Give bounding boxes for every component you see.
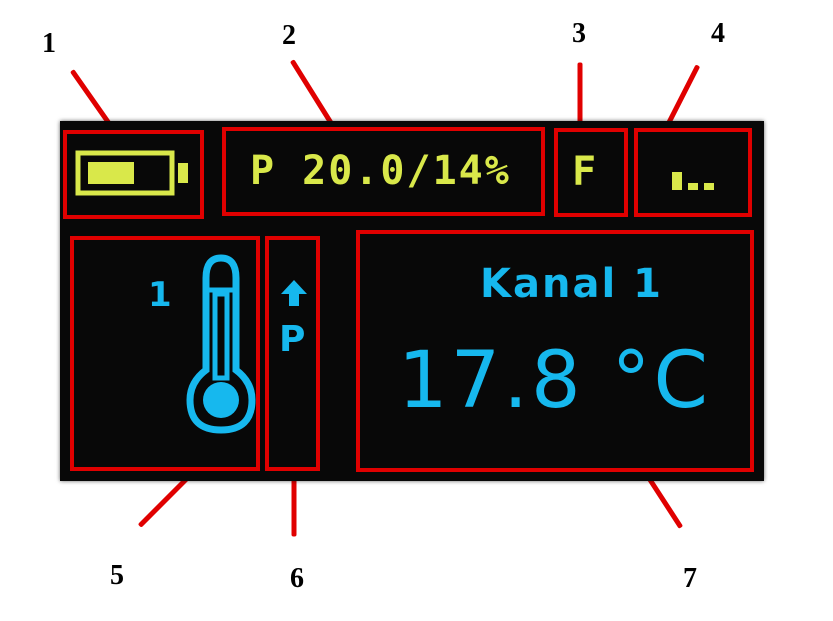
power-frame: P 20.0/14%: [222, 127, 545, 216]
power-readout: P 20.0/14%: [250, 148, 511, 194]
callout-number-7: 7: [683, 563, 697, 594]
temperature-reading: 17.8 °C: [398, 336, 711, 426]
channel-frame: 1: [70, 236, 260, 471]
battery-frame: [63, 130, 204, 219]
channel-number: 1: [148, 275, 172, 315]
callout-number-4: 4: [711, 18, 725, 49]
mode-letter: F: [572, 149, 599, 195]
mode-label: P: [279, 319, 306, 360]
battery-icon: [75, 150, 188, 196]
callout-number-3: 3: [572, 18, 586, 49]
mode-indicator-frame: P: [265, 236, 320, 471]
signal-frame: [634, 128, 752, 217]
reading-frame: Kanal 1 17.8 °C: [356, 230, 754, 472]
thermometer-icon: [186, 254, 256, 434]
oled-display: P 20.0/14% F 1: [60, 121, 764, 481]
leader-line-2: [289, 59, 335, 127]
arrow-up-icon: [281, 280, 307, 306]
leader-line-6: [291, 472, 297, 537]
mode-frame: F: [554, 128, 628, 217]
channel-name: Kanal 1: [480, 261, 663, 307]
leader-line-5: [137, 474, 191, 528]
callout-number-1: 1: [42, 28, 56, 59]
signal-strength-icon: [672, 172, 714, 190]
callout-number-2: 2: [282, 20, 296, 51]
callout-number-6: 6: [290, 563, 304, 594]
callout-number-5: 5: [110, 560, 124, 591]
